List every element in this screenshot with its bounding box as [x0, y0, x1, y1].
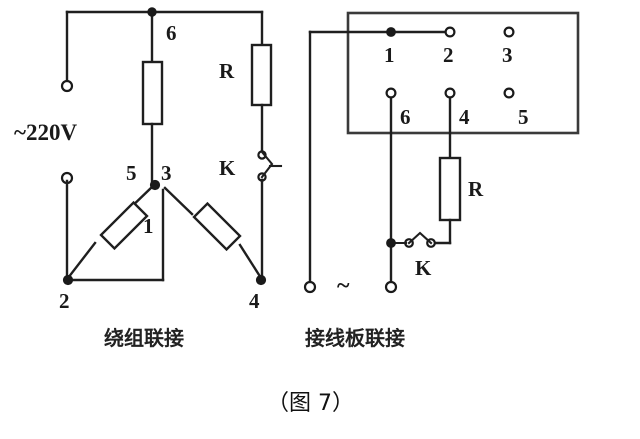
terminal-1-node — [386, 27, 396, 37]
right-supply-terminal-right — [384, 280, 398, 294]
junction-node-6 — [147, 7, 157, 17]
terminal-5-node — [503, 87, 515, 99]
caption-winding-connection: 绕组联接 — [104, 326, 184, 350]
right-supply-terminal-left — [303, 280, 317, 294]
switch-blade — [260, 150, 274, 179]
label-node-3: 3 — [161, 161, 172, 185]
label-terminal-4: 4 — [459, 105, 470, 129]
winding-left-resistor-body — [99, 200, 149, 251]
label-terminal-1: 1 — [384, 43, 395, 67]
label-terminal-5: 5 — [518, 105, 529, 129]
label-resistor-r-left: R — [219, 59, 235, 83]
label-switch-k-right: K — [415, 256, 432, 280]
label-node-5: 5 — [126, 161, 137, 185]
junction-node-4 — [255, 274, 267, 286]
label-node-6: 6 — [166, 21, 177, 45]
right-resistor-body — [250, 43, 273, 107]
supply-terminal-top — [60, 79, 74, 93]
terminal-2-node — [444, 26, 456, 38]
label-supply-voltage: ~220V — [14, 120, 77, 145]
left-diagram-group: 6 5 3 1 2 4 R K ~220V 绕组联接 — [14, 7, 283, 350]
label-node-4: 4 — [249, 289, 260, 313]
caption-terminal-board-connection: 接线板联接 — [305, 326, 405, 350]
label-terminal-2: 2 — [443, 43, 454, 67]
label-resistor-r-right: R — [468, 177, 484, 201]
winding-right-lead-upper — [163, 186, 194, 216]
winding-left-lead-lower — [66, 241, 97, 280]
label-switch-k-left: K — [219, 156, 236, 180]
junction-node-2 — [62, 274, 74, 286]
label-terminal-6: 6 — [400, 105, 411, 129]
label-node-2: 2 — [59, 289, 70, 313]
label-terminal-3: 3 — [502, 43, 513, 67]
terminal-4-node — [444, 87, 456, 99]
winding-right-resistor-body — [192, 201, 242, 252]
label-node-1: 1 — [143, 214, 154, 238]
terminal-block-outline — [346, 11, 580, 135]
terminal-3-node — [503, 26, 515, 38]
label-ac-supply-symbol: ~ — [337, 273, 350, 299]
right-diagram-resistor-body — [438, 156, 462, 222]
right-diagram-group: 1 2 3 6 4 5 R K ~ 接线板联接 — [303, 11, 580, 350]
winding-right-lead-lower — [238, 243, 263, 280]
terminal-6-node — [385, 87, 397, 99]
right-switch-blade — [407, 231, 433, 245]
center-resistor-body — [141, 60, 164, 126]
switch-junction-node — [386, 238, 396, 248]
figure-caption: （图 7） — [267, 391, 354, 416]
junction-node-3 — [149, 179, 161, 191]
